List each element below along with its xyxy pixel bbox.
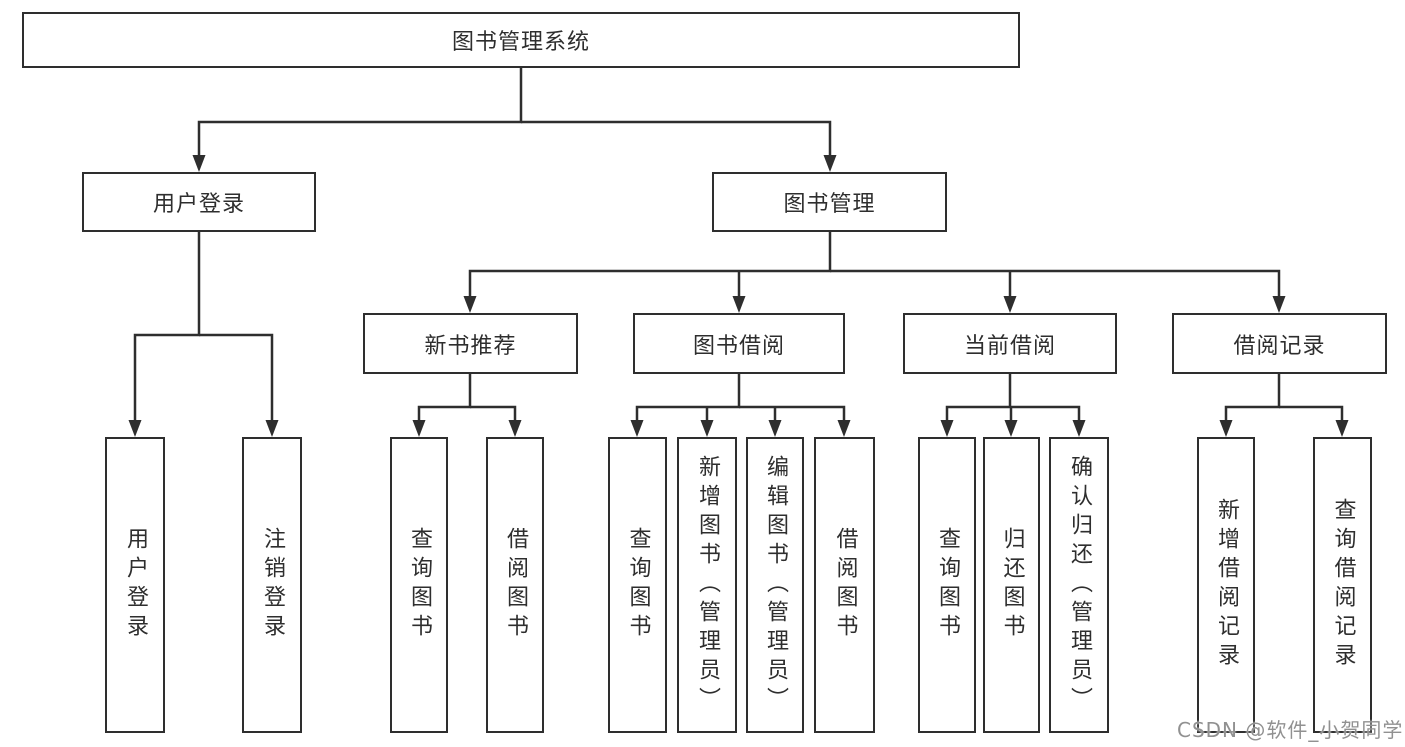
node-label: 注销登录 xyxy=(260,527,285,643)
node-label: 图书管理 xyxy=(783,192,876,217)
leaf-query-books-borrow: 查询图书 xyxy=(608,437,667,733)
node-borrow-records: 借阅记录 xyxy=(1172,313,1387,374)
leaf-query-books-recommend: 查询图书 xyxy=(390,437,448,733)
leaf-logout: 注销登录 xyxy=(242,437,302,733)
node-label: 借阅记录 xyxy=(1233,333,1326,359)
leaf-query-borrow-record: 查询借阅记录 xyxy=(1313,437,1372,733)
node-label: 查询借阅记录 xyxy=(1330,498,1356,672)
node-label: 确认归还（管理员） xyxy=(1067,454,1092,716)
leaf-query-books-current: 查询图书 xyxy=(918,437,976,733)
node-label: 归还图书 xyxy=(999,527,1025,643)
leaf-return-book: 归还图书 xyxy=(983,437,1040,733)
leaf-edit-book-admin: 编辑图书（管理员） xyxy=(746,437,804,733)
leaf-add-borrow-record: 新增借阅记录 xyxy=(1197,437,1255,733)
csdn-watermark: CSDN @软件_小贺同学 xyxy=(1177,718,1404,742)
node-label: 用户登录 xyxy=(152,192,245,217)
node-label: 新增图书（管理员） xyxy=(695,454,720,716)
leaf-confirm-return-admin: 确认归还（管理员） xyxy=(1049,437,1109,733)
leaf-add-book-admin: 新增图书（管理员） xyxy=(677,437,737,733)
leaf-user-login: 用户登录 xyxy=(105,437,165,733)
node-label: 查询图书 xyxy=(935,527,960,643)
node-label: 当前借阅 xyxy=(963,333,1056,359)
node-label: 查询图书 xyxy=(625,527,651,643)
node-label: 查询图书 xyxy=(407,527,432,643)
node-label: 图书管理系统 xyxy=(451,30,590,55)
leaf-borrow-books-recommend: 借阅图书 xyxy=(486,437,544,733)
node-label: 新增借阅记录 xyxy=(1214,498,1239,672)
node-label: 图书借阅 xyxy=(692,333,785,359)
node-current-borrow: 当前借阅 xyxy=(903,313,1117,374)
node-label: 借阅图书 xyxy=(503,527,528,643)
node-book-management: 图书管理 xyxy=(712,172,947,232)
node-label: 新书推荐 xyxy=(424,333,517,359)
node-book-borrow: 图书借阅 xyxy=(633,313,845,374)
leaf-borrow-books: 借阅图书 xyxy=(814,437,875,733)
node-library-system: 图书管理系统 xyxy=(22,12,1020,68)
node-label: 借阅图书 xyxy=(832,527,858,643)
node-label: 用户登录 xyxy=(123,527,148,643)
node-user-login: 用户登录 xyxy=(82,172,316,232)
node-label: 编辑图书（管理员） xyxy=(763,454,788,716)
node-new-book-recommend: 新书推荐 xyxy=(363,313,578,374)
